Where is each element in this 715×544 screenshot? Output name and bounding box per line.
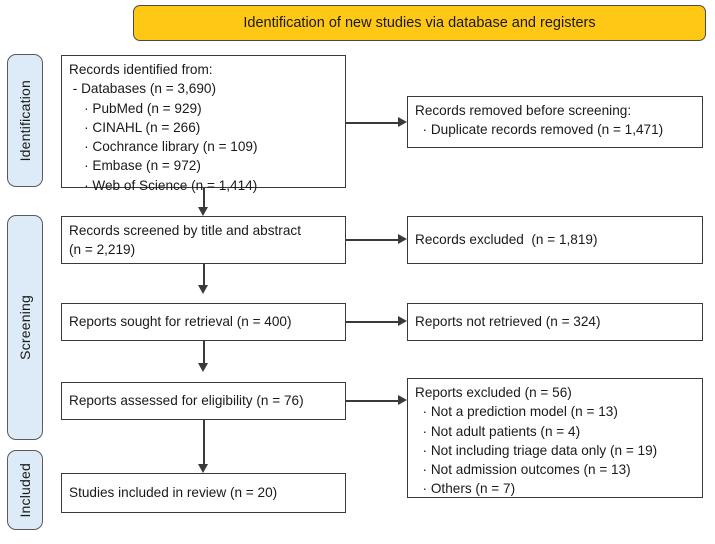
diagram-banner-title: Identification of new studies via databa… <box>133 5 706 41</box>
connector-sought-to-assessed <box>203 341 205 364</box>
box-reports-sought: Reports sought for retrieval (n = 400) <box>61 303 346 341</box>
arrowhead-identified-to-screened <box>198 207 208 216</box>
connector-identified-to-screened <box>203 188 205 208</box>
phase-label-included: Included <box>7 450 43 530</box>
arrowhead-sought-to-assessed <box>198 363 208 372</box>
arrowhead-identified-to-removed <box>398 117 407 127</box>
box-records-screened: Records screened by title and abstract (… <box>61 216 346 264</box>
arrowhead-assessed-to-included <box>198 464 208 473</box>
connector-screened-to-excluded <box>346 239 398 241</box>
box-studies-included: Studies included in review (n = 20) <box>61 473 346 513</box>
connector-sought-to-notretrieved <box>346 321 398 323</box>
arrowhead-assessed-to-excluded <box>398 395 407 405</box>
connector-screened-to-sought <box>203 264 205 286</box>
phase-label-screening-text: Screening <box>17 295 33 360</box>
phase-label-identification-text: Identification <box>17 79 33 162</box>
arrowhead-screened-to-sought <box>198 285 208 294</box>
arrowhead-screened-to-excluded <box>398 234 407 244</box>
connector-identified-to-removed <box>346 122 398 124</box>
connector-assessed-to-excluded <box>346 400 398 402</box>
phase-label-screening: Screening <box>7 215 43 440</box>
banner-label: Identification of new studies via databa… <box>243 15 596 31</box>
phase-label-included-text: Included <box>17 462 33 518</box>
box-reports-excluded: Reports excluded (n = 56) · Not a predic… <box>407 378 703 498</box>
phase-label-identification: Identification <box>7 54 43 187</box>
box-records-excluded: Records excluded (n = 1,819) <box>407 216 703 264</box>
arrowhead-sought-to-notretrieved <box>398 316 407 326</box>
box-reports-not-retrieved: Reports not retrieved (n = 324) <box>407 303 703 341</box>
box-records-removed: Records removed before screening: · Dupl… <box>407 96 703 148</box>
box-reports-assessed: Reports assessed for eligibility (n = 76… <box>61 382 346 420</box>
connector-assessed-to-included <box>203 420 205 465</box>
box-records-identified: Records identified from: - Databases (n … <box>61 55 346 193</box>
